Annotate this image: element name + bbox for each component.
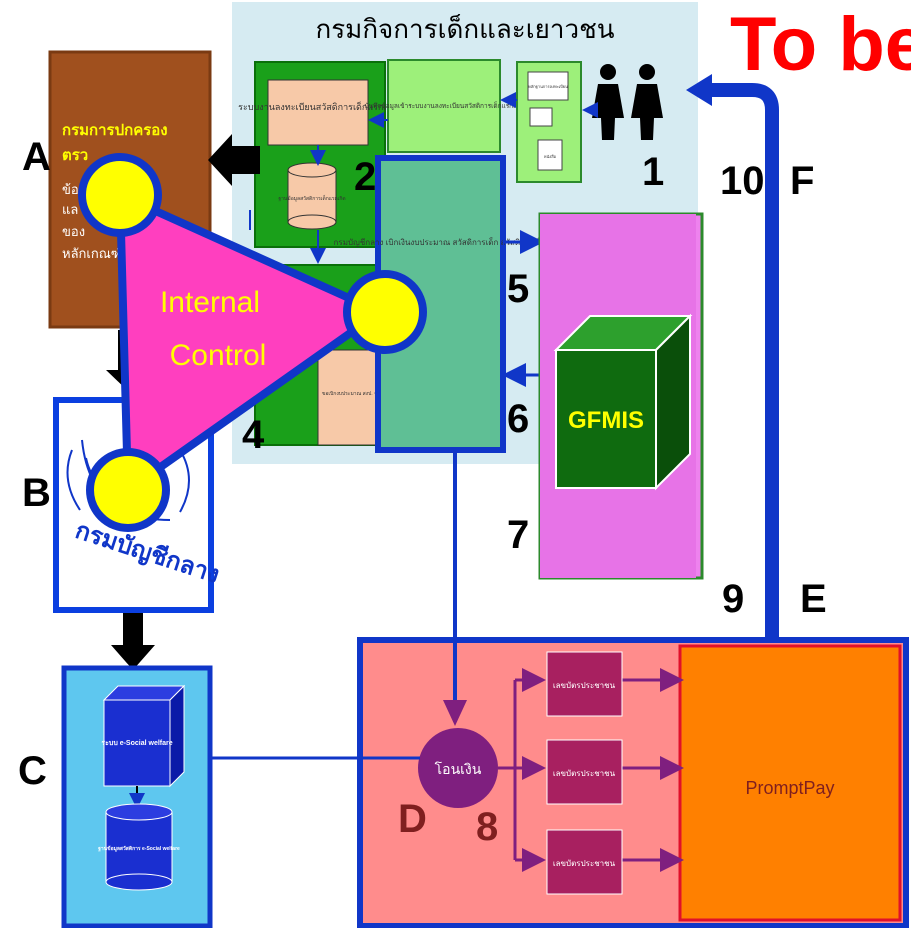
- brown-line2: ตรว: [62, 147, 88, 164]
- agency-title: กรมกิจการเด็กและเยาวชน: [315, 13, 614, 44]
- label-6: 6: [507, 397, 529, 441]
- brown-line6: หลักเกณฑ์: [62, 246, 122, 261]
- citizen-id-label-1: เลขบัตรประชาชน: [553, 681, 616, 690]
- registration-system-label: ระบบงานลงทะเบียนสวัสดิการเด็กแรกเกิด: [238, 100, 398, 112]
- transfer-branches: [498, 668, 684, 872]
- title-to-be: To be: [730, 2, 911, 87]
- budget-request-inner: [317, 349, 381, 446]
- citizen-id-label-3: เลขบัตรประชาชน: [553, 859, 616, 868]
- control-point-comptroller: [343, 270, 427, 354]
- social-system-label: ระบบ e-Social welfare: [101, 740, 172, 747]
- promptpay-label: PromptPay: [745, 778, 834, 798]
- label-b: B: [22, 471, 51, 515]
- social-db-cylinder: [105, 803, 173, 891]
- label-10: 10: [720, 159, 765, 203]
- label-4: 4: [242, 413, 265, 457]
- transfer-circle: [418, 728, 498, 808]
- label-2: 2: [354, 155, 376, 199]
- people-icon: [592, 64, 663, 140]
- citizen-id-label-2: เลขบัตรประชาชน: [553, 769, 616, 778]
- label-7: 7: [507, 513, 529, 557]
- label-d: D: [398, 797, 427, 841]
- transfer-label: โอนเงิน: [435, 761, 482, 777]
- document-sheet-1: [527, 71, 569, 101]
- label-9: 9: [722, 577, 744, 621]
- control-point-b: [86, 448, 170, 532]
- comptroller-to-transfer-head: [443, 700, 467, 726]
- citizen-id-box-3: [546, 829, 623, 895]
- registration-system-box: [267, 79, 369, 146]
- label-f: F: [790, 159, 814, 203]
- black-arrow-down-2: [111, 612, 155, 670]
- citizen-id-box-1: [546, 651, 623, 717]
- gfmis-cube: [553, 313, 693, 491]
- database-cylinder: [287, 162, 337, 230]
- label-5: 5: [507, 267, 529, 311]
- label-1: 1: [642, 150, 664, 194]
- promptpay-box: [678, 644, 902, 922]
- return-arrow-f: [708, 83, 779, 640]
- database-label: ฐานข้อมูลสวัสดิการเด็กแรกเกิด: [278, 194, 345, 202]
- label-a: A: [22, 135, 51, 179]
- record-data-label: บันทึกข้อมูลเข้าระบบงานลงทะเบียนสวัสดิกา…: [364, 101, 523, 110]
- social-system-cube: [102, 684, 186, 788]
- label-c: C: [18, 749, 47, 793]
- comptroller-label: กรมบัญชีกลาง เบิกเงินงบประมาณ สวัสดิการเ…: [334, 237, 547, 247]
- social-db-label: ฐานข้อมูลสวัสดิการ e-Social welfare: [98, 845, 180, 853]
- brown-line5: ของ: [62, 224, 85, 239]
- label-8: 8: [476, 805, 498, 849]
- black-arrow-left: [208, 134, 260, 186]
- document-sheet-3: [537, 139, 563, 171]
- internal-control-line2: Control: [170, 339, 267, 372]
- control-point-a: [78, 153, 162, 237]
- return-arrow-f-head: [686, 74, 712, 106]
- provincial-admin-title: กรมการปกครอง: [62, 122, 168, 139]
- brown-line4: แล: [62, 202, 78, 217]
- internal-control-triangle: [116, 191, 384, 494]
- documents-label: หลักฐานการลงทะเบียน: [528, 84, 568, 89]
- registration-system-text: ระบบงานลงทะเบียนสวัสดิการเด็กแรกเกิด: [238, 100, 398, 112]
- citizen-id-box-2: [546, 739, 623, 805]
- label-e: E: [800, 577, 827, 621]
- internal-control-line1: Internal: [160, 286, 260, 319]
- brown-line3: ข้อ: [62, 182, 79, 197]
- document-sheet-2: [529, 107, 553, 127]
- doc-small-label: หนังสือ: [544, 154, 557, 159]
- gfmis-label: GFMIS: [568, 407, 644, 434]
- record-data-box: [387, 59, 501, 153]
